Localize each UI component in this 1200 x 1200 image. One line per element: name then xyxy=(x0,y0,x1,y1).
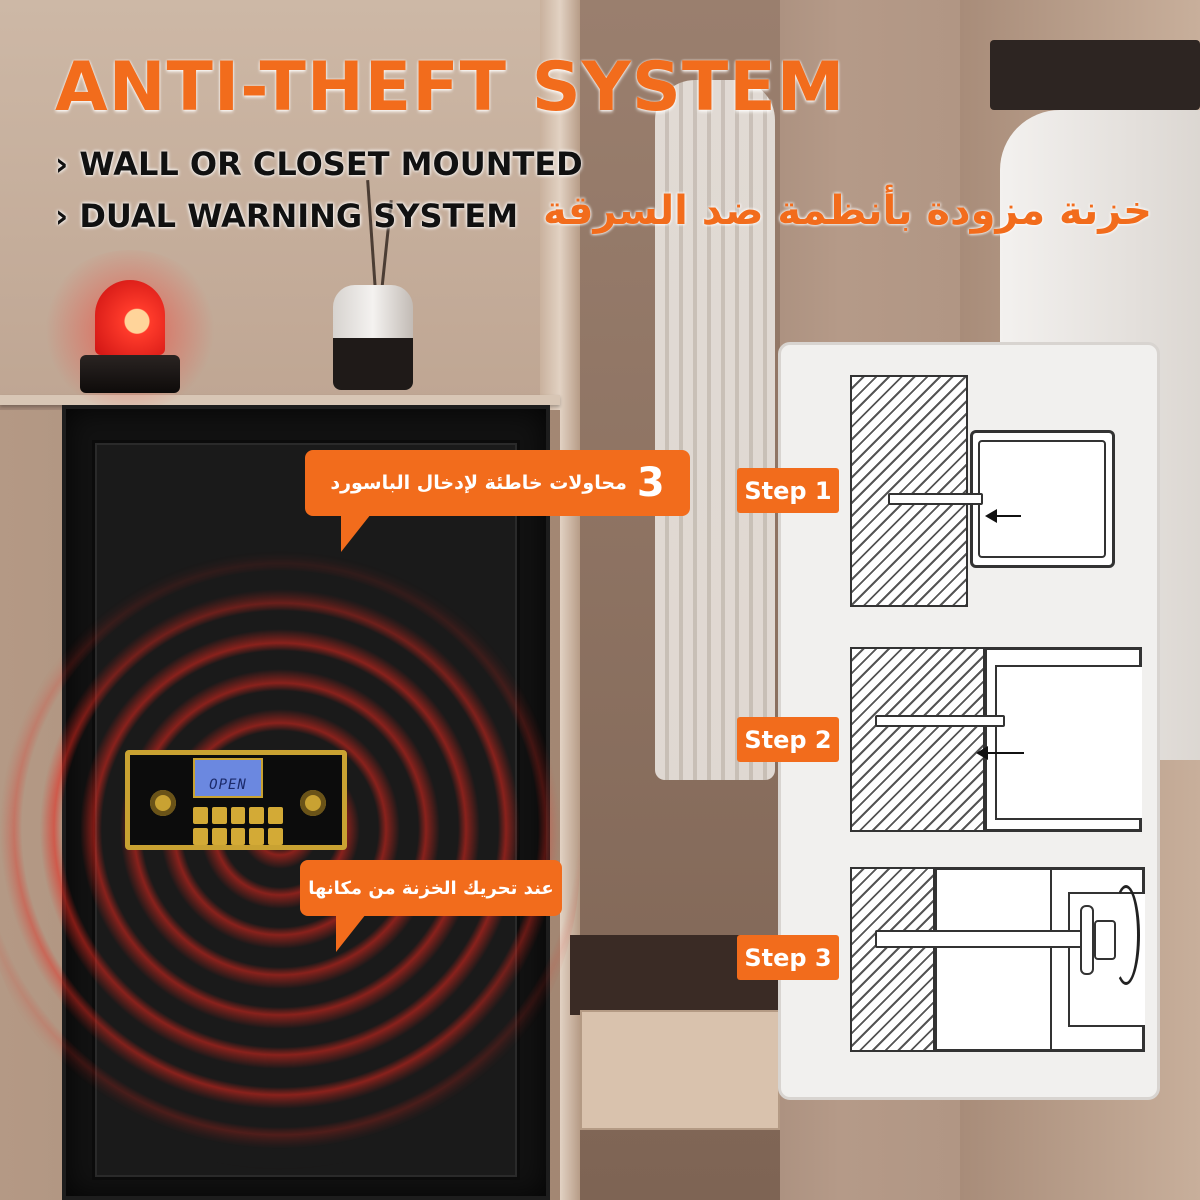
keypad-key xyxy=(268,828,283,845)
arrow-left-icon xyxy=(976,746,1024,760)
arrow-left-icon xyxy=(985,509,1021,523)
arabic-title: خزنة مزودة بأنظمة ضد السرقة xyxy=(543,188,1152,234)
callout-wrong-password: 3 محاولات خاطئة لإدخال الباسورد xyxy=(305,450,690,552)
keypad-key xyxy=(193,807,208,824)
shelf-edge xyxy=(0,395,560,405)
storage-box xyxy=(580,1010,780,1130)
rotate-arrow-icon xyxy=(1112,885,1140,985)
keypad-key xyxy=(211,828,227,845)
keypad-key xyxy=(249,828,265,845)
safe-inner-outline xyxy=(978,440,1106,558)
feature-bullet-warning: › DUAL WARNING SYSTEM xyxy=(55,197,519,235)
callout-text: محاولات خاطئة لإدخال الباسورد xyxy=(330,472,627,494)
keypad-key xyxy=(230,828,246,845)
keypad-key xyxy=(211,807,227,824)
safe-knob-right xyxy=(300,790,326,816)
step-label-1: Step 1 xyxy=(737,468,839,513)
anchor-bolt xyxy=(888,493,983,505)
callout-safe-moved: عند تحريك الخزنة من مكانها xyxy=(300,860,562,952)
clothes-rod xyxy=(990,40,1200,110)
anchor-bolt xyxy=(875,715,1005,727)
anchor-bolt xyxy=(875,930,1085,948)
safe-inner-outline xyxy=(995,665,1142,820)
keypad-key xyxy=(249,807,265,824)
callout-tail xyxy=(341,514,371,552)
keypad-key xyxy=(193,828,208,845)
hanging-robe xyxy=(655,80,775,780)
wall-section xyxy=(850,375,968,607)
wall-section xyxy=(850,647,985,832)
keypad-key xyxy=(268,807,283,824)
safe-keypad xyxy=(193,807,283,845)
keypad-key xyxy=(230,807,246,824)
alarm-light-icon xyxy=(95,280,165,355)
wall-section xyxy=(850,867,935,1052)
safe-divider xyxy=(1050,867,1052,1052)
callout-number: 3 xyxy=(636,460,665,506)
alarm-base xyxy=(80,355,180,393)
feature-bullet-wall: › WALL OR CLOSET MOUNTED xyxy=(55,145,583,183)
page-title: ANTI-THEFT SYSTEM xyxy=(55,48,846,127)
bolt-washer xyxy=(1080,905,1094,975)
callout-text: عند تحريك الخزنة من مكانها xyxy=(308,877,554,899)
vase-base xyxy=(333,338,413,390)
step-label-3: Step 3 xyxy=(737,935,839,980)
step-label-2: Step 2 xyxy=(737,717,839,762)
safe-lcd-display: OPEN xyxy=(193,758,263,798)
safe-knob-left xyxy=(150,790,176,816)
callout-tail xyxy=(336,914,366,952)
